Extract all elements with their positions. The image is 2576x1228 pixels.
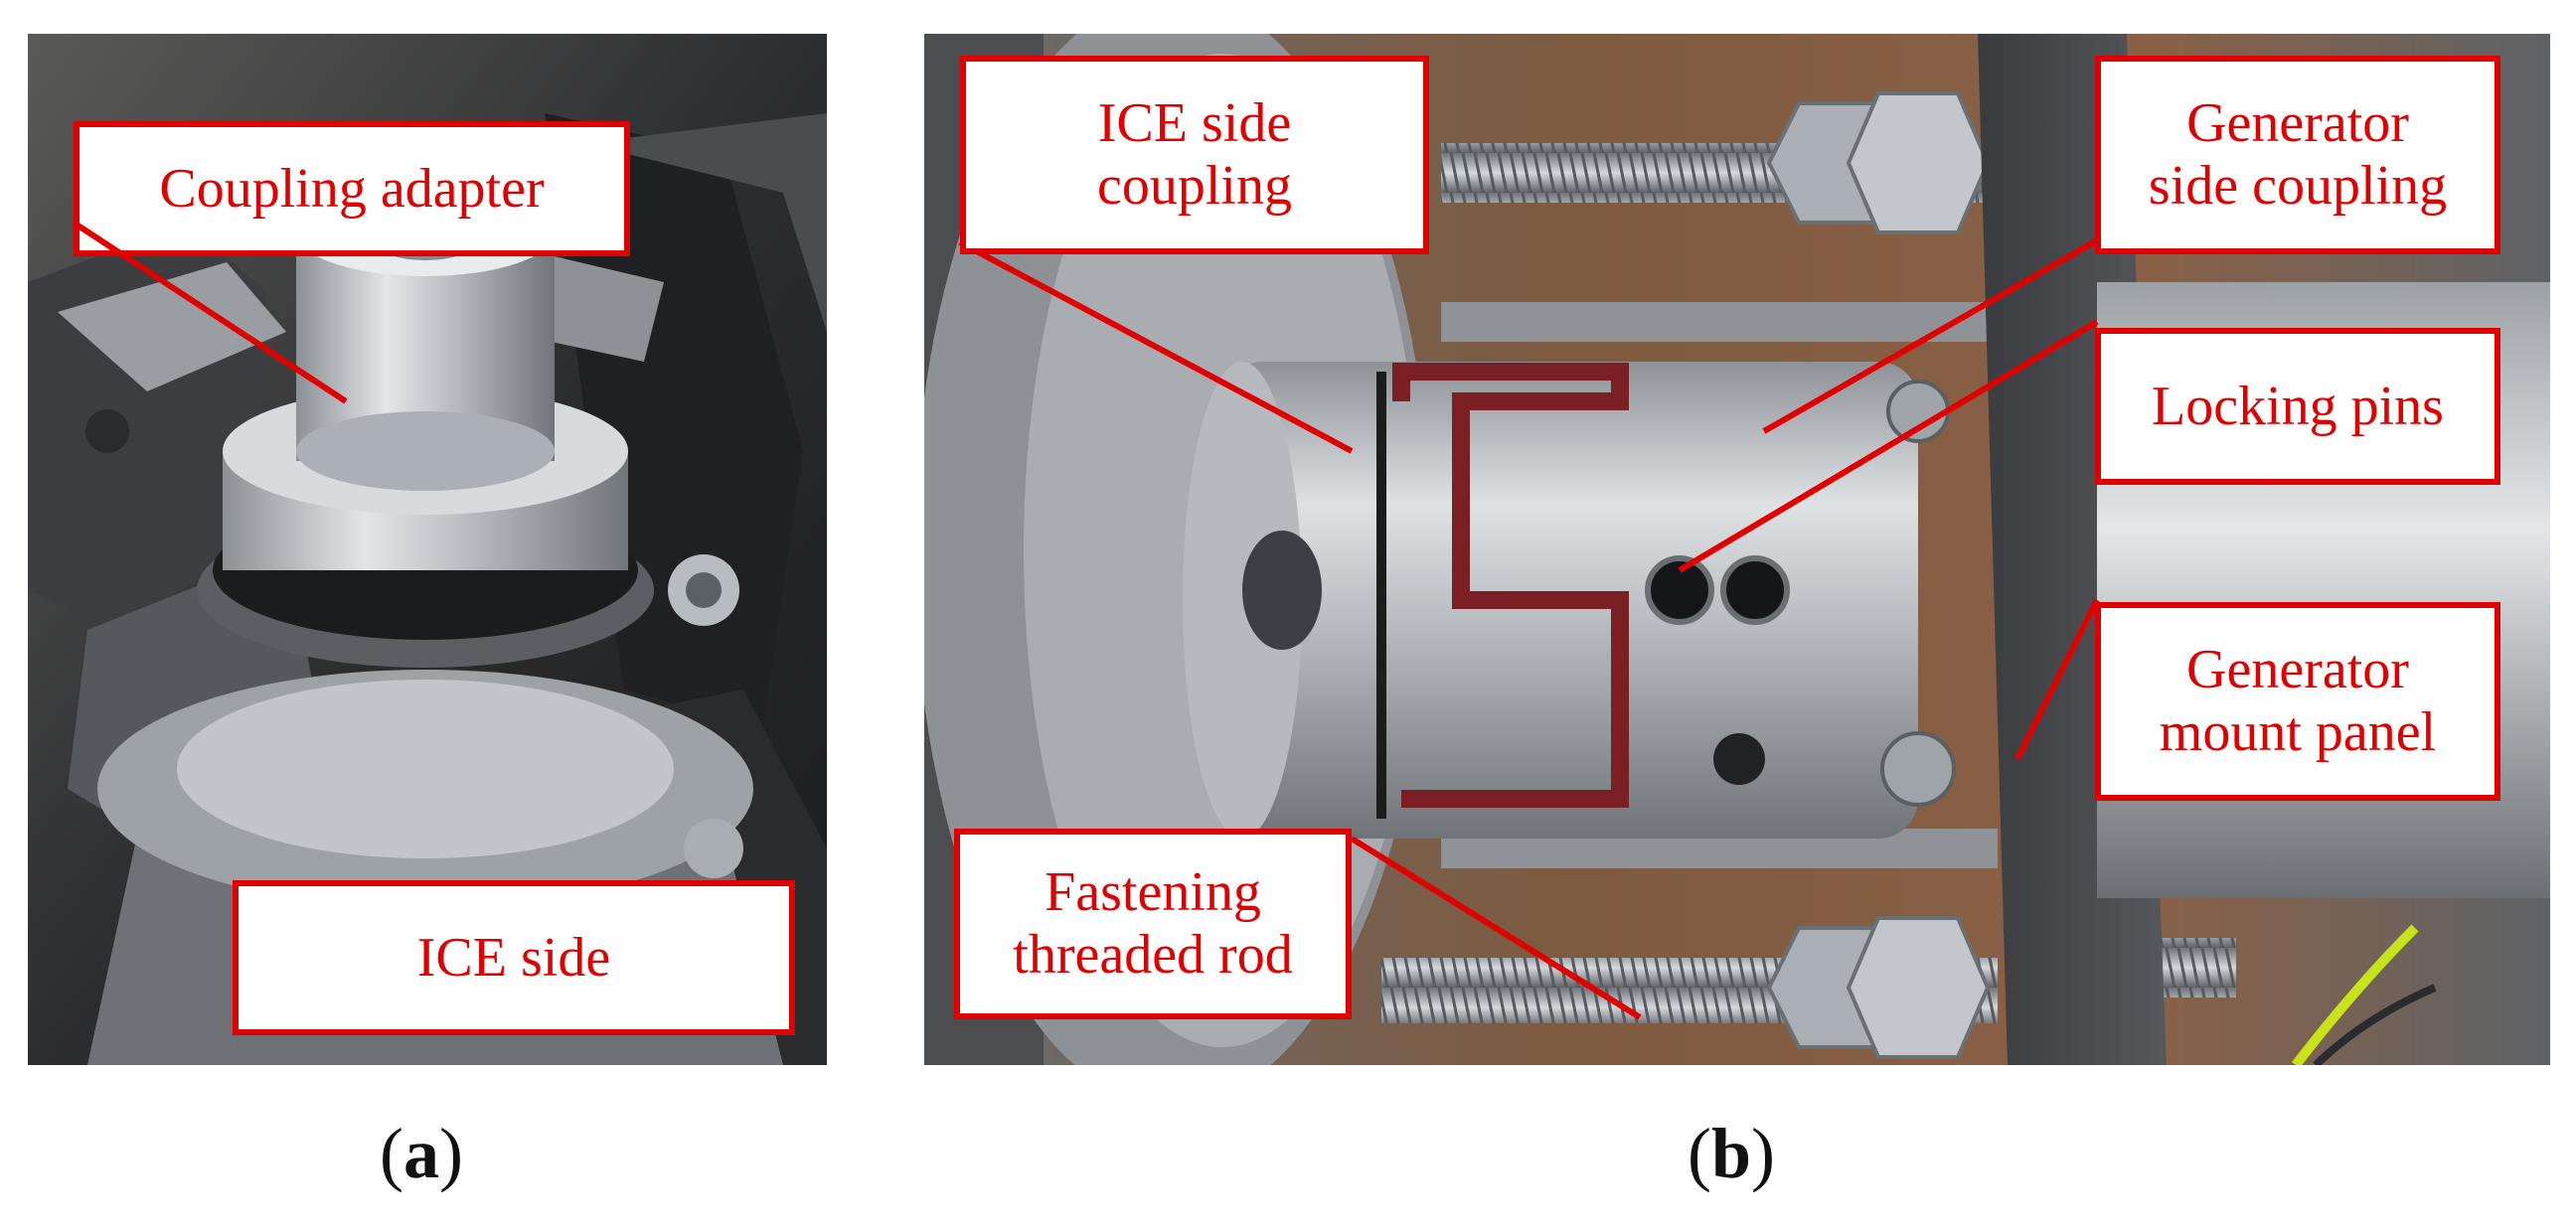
callout-generator-side-coupling: Generator side coupling xyxy=(2095,56,2500,254)
panel-a-photo: Coupling adapter ICE side xyxy=(28,34,827,1065)
callout-locking-pins: Locking pins xyxy=(2095,328,2500,485)
callout-ice-side-coupling: ICE side coupling xyxy=(960,56,1429,254)
panel-b-photo: ICE side coupling Generator side couplin… xyxy=(924,34,2550,1065)
subfigure-letter-b: b xyxy=(1710,1114,1752,1193)
callout-fastening-threaded-rod: Fastening threaded rod xyxy=(954,829,1352,1019)
callout-generator-mount-panel: Generator mount panel xyxy=(2095,602,2500,801)
callout-coupling-adapter: Coupling adapter xyxy=(74,121,630,256)
subfigure-label-a: (a) xyxy=(380,1114,463,1193)
callout-ice-side: ICE side xyxy=(233,880,795,1035)
subfigure-letter-a: a xyxy=(402,1114,439,1193)
subfigure-label-b: (b) xyxy=(1688,1114,1776,1193)
